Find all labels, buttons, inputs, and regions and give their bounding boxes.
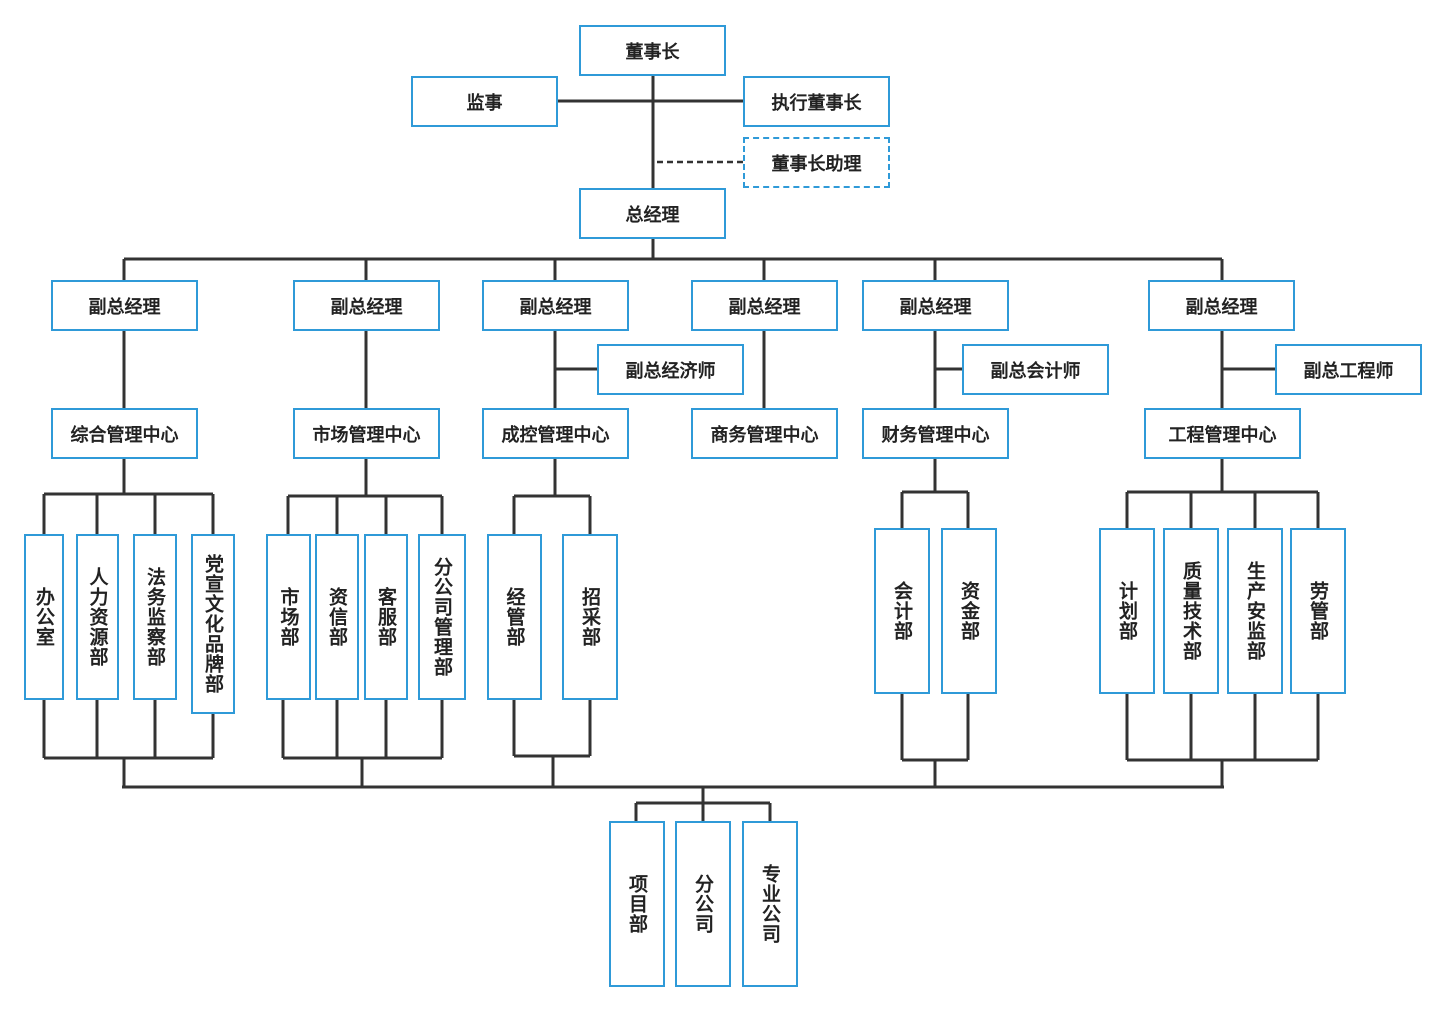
node-label: 监事: [466, 92, 503, 114]
node-deputy-accountant: 副总会计师: [962, 344, 1109, 395]
node-dept-service: 客服部: [364, 534, 408, 700]
node-dept-credit: 资信部: [315, 534, 359, 700]
node-chairman: 董事长: [579, 25, 726, 76]
node-label: 综合管理中心: [70, 424, 179, 446]
node-dept-accounting: 会计部: [874, 528, 930, 694]
node-label: 人力资源部: [86, 567, 109, 667]
node-label: 客服部: [375, 587, 397, 647]
node-supervisor: 监事: [411, 76, 558, 127]
node-label: 副总工程师: [1303, 360, 1394, 382]
node-label: 商务管理中心: [710, 424, 819, 446]
node-label: 项目部: [626, 874, 648, 934]
node-label: 董事长助理: [771, 153, 862, 175]
node-center-market: 市场管理中心: [293, 408, 440, 459]
node-label: 副总经理: [899, 296, 972, 318]
node-dept-branch-mgmt: 分公司管理部: [418, 534, 466, 700]
node-label: 副总经济师: [625, 360, 716, 382]
node-deputy-economist: 副总经济师: [597, 344, 744, 395]
node-label: 计划部: [1116, 581, 1138, 641]
node-vice-gm-4: 副总经理: [691, 280, 838, 331]
node-label: 劳管部: [1307, 581, 1329, 641]
node-vice-gm-6: 副总经理: [1148, 280, 1295, 331]
node-label: 党宣文化品牌部: [202, 554, 224, 694]
node-deputy-engineer: 副总工程师: [1275, 344, 1422, 395]
node-label: 法务监察部: [144, 567, 166, 667]
node-label: 资信部: [326, 587, 348, 647]
node-dept-economic-mgmt: 经管部: [487, 534, 542, 700]
node-label: 生产安监部: [1244, 561, 1266, 661]
node-label: 市场部: [277, 587, 300, 647]
node-project-dept: 项目部: [609, 821, 665, 987]
node-general-manager: 总经理: [579, 188, 726, 239]
node-dept-procurement: 招采部: [562, 534, 618, 700]
node-label: 副总经理: [330, 296, 403, 318]
node-label: 成控管理中心: [501, 424, 610, 446]
node-specialty-company: 专业公司: [742, 821, 798, 987]
node-label: 会计部: [891, 581, 913, 641]
node-vice-gm-2: 副总经理: [293, 280, 440, 331]
node-label: 分公司管理部: [431, 557, 453, 677]
node-dept-party-culture: 党宣文化品牌部: [191, 534, 235, 714]
node-label: 副总会计师: [990, 360, 1081, 382]
node-label: 分公司: [692, 874, 714, 934]
node-executive-chairman: 执行董事长: [743, 76, 890, 127]
node-label: 执行董事长: [771, 92, 862, 114]
node-label: 市场管理中心: [312, 424, 421, 446]
node-label: 工程管理中心: [1168, 424, 1277, 446]
node-dept-labor: 劳管部: [1290, 528, 1346, 694]
node-center-cost: 成控管理中心: [482, 408, 629, 459]
node-dept-market: 市场部: [266, 534, 311, 700]
node-label: 经管部: [503, 587, 526, 647]
node-dept-hr: 人力资源部: [76, 534, 119, 700]
node-label: 质量技术部: [1180, 561, 1202, 661]
node-label: 招采部: [579, 587, 601, 647]
node-vice-gm-5: 副总经理: [862, 280, 1009, 331]
node-center-general: 综合管理中心: [51, 408, 198, 459]
node-label: 办公室: [33, 587, 55, 647]
node-label: 副总经理: [519, 296, 592, 318]
node-dept-legal: 法务监察部: [133, 534, 177, 700]
node-dept-planning: 计划部: [1099, 528, 1155, 694]
node-center-finance: 财务管理中心: [862, 408, 1009, 459]
node-chairman-assistant: 董事长助理: [743, 137, 890, 188]
node-label: 副总经理: [88, 296, 161, 318]
node-label: 资金部: [958, 581, 980, 641]
node-label: 总经理: [625, 204, 680, 226]
node-dept-quality-tech: 质量技术部: [1163, 528, 1219, 694]
node-dept-office: 办公室: [24, 534, 64, 700]
node-vice-gm-3: 副总经理: [482, 280, 629, 331]
node-dept-production-safety: 生产安监部: [1227, 528, 1283, 694]
node-label: 副总经理: [1185, 296, 1258, 318]
node-label: 专业公司: [759, 864, 781, 944]
node-label: 董事长: [625, 41, 680, 63]
node-dept-funds: 资金部: [941, 528, 997, 694]
node-branch-company: 分公司: [675, 821, 731, 987]
node-label: 财务管理中心: [881, 424, 990, 446]
node-label: 副总经理: [728, 296, 801, 318]
node-center-business: 商务管理中心: [691, 408, 838, 459]
node-vice-gm-1: 副总经理: [51, 280, 198, 331]
node-center-engineering: 工程管理中心: [1144, 408, 1301, 459]
